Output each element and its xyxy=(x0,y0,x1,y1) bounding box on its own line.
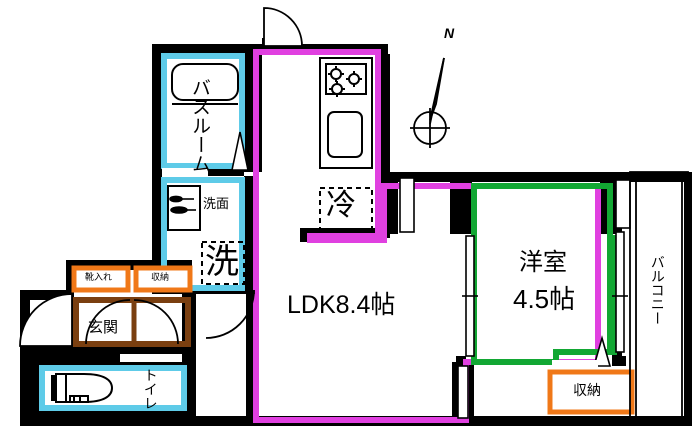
corridor-door-swing xyxy=(205,289,255,339)
toilet-door-gap xyxy=(120,354,182,362)
bathroom-door xyxy=(231,131,249,171)
balcony-window xyxy=(612,231,628,353)
compass-icon xyxy=(410,57,450,148)
refrigerator-space xyxy=(319,187,373,231)
bathroom-outline xyxy=(161,53,245,169)
ldk-outline-lower xyxy=(253,240,466,423)
ldk-window-bottom-right xyxy=(457,365,469,419)
faucet-icon xyxy=(169,195,196,214)
corridor-window xyxy=(399,177,415,233)
bedroom-window-top xyxy=(615,179,631,229)
bedroom-storage-box xyxy=(547,369,635,415)
sliding-door-ldk-bedroom xyxy=(462,235,478,357)
entry-storage-box xyxy=(133,265,193,293)
shoe-cabinet-box xyxy=(71,265,131,293)
entry-door-swing xyxy=(19,293,73,347)
bathtub-icon xyxy=(171,63,239,105)
toilet-outline xyxy=(39,365,187,411)
entrance-inner-door-swing xyxy=(85,299,179,345)
bedroom-outline xyxy=(471,183,617,365)
washroom-door-gap xyxy=(162,168,208,176)
toilet-icon xyxy=(51,373,114,403)
sink-icon xyxy=(327,111,363,158)
stove-icon xyxy=(325,63,367,97)
balcony-door-swing-top xyxy=(263,7,303,47)
balcony-outline xyxy=(629,171,689,425)
washing-machine-space xyxy=(201,241,245,285)
bedroom-storage-door xyxy=(552,335,612,368)
washbasin-outline xyxy=(161,177,245,291)
